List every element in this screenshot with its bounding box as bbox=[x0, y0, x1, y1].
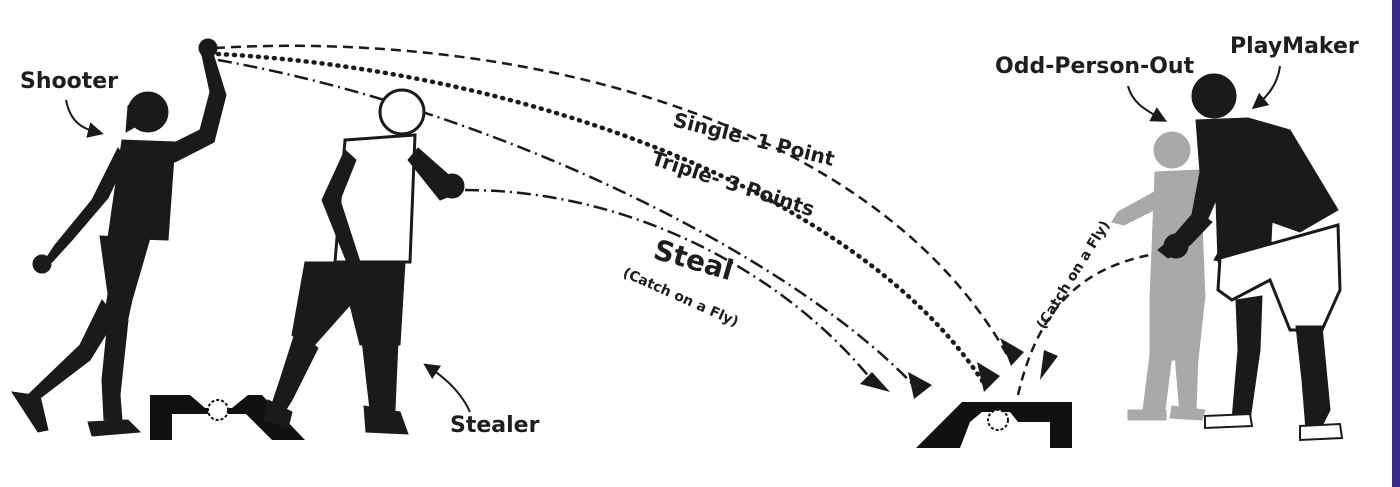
single-throw-arc bbox=[214, 44, 1012, 361]
right-board bbox=[916, 402, 1072, 448]
arrow-single-icon bbox=[1000, 338, 1024, 366]
playmaker-catch-note: (Catch on a Fly) bbox=[1034, 218, 1114, 332]
triple-throw-arc bbox=[215, 51, 988, 388]
odd-person-out-figure bbox=[1111, 131, 1206, 421]
arrow-stealer-icon bbox=[908, 372, 932, 399]
arrow-steal-icon bbox=[860, 372, 890, 392]
stealer-label: Stealer bbox=[450, 413, 540, 438]
stealer-pointer-icon bbox=[423, 363, 471, 413]
arrow-playmaker-icon bbox=[1040, 350, 1058, 380]
stealer-throw-arc bbox=[217, 58, 921, 393]
shooter-pointer-icon bbox=[65, 99, 104, 138]
playmaker-figure bbox=[1157, 73, 1344, 442]
steal-label: Steal bbox=[650, 233, 737, 287]
shooter-figure bbox=[10, 38, 227, 437]
playmaker-pointer-icon bbox=[1251, 65, 1281, 110]
odd-person-out-pointer-icon bbox=[1127, 85, 1168, 122]
right-border bbox=[1392, 0, 1400, 487]
arrow-triple-icon bbox=[977, 362, 1000, 392]
steal-arc bbox=[464, 188, 871, 379]
stealer-figure bbox=[263, 88, 465, 435]
playmaker-label: PlayMaker bbox=[1230, 34, 1359, 59]
odd-person-out-label: Odd-Person-Out bbox=[995, 54, 1195, 79]
shooter-label: Shooter bbox=[20, 69, 118, 94]
playmaker-catch-arc bbox=[1016, 250, 1169, 396]
